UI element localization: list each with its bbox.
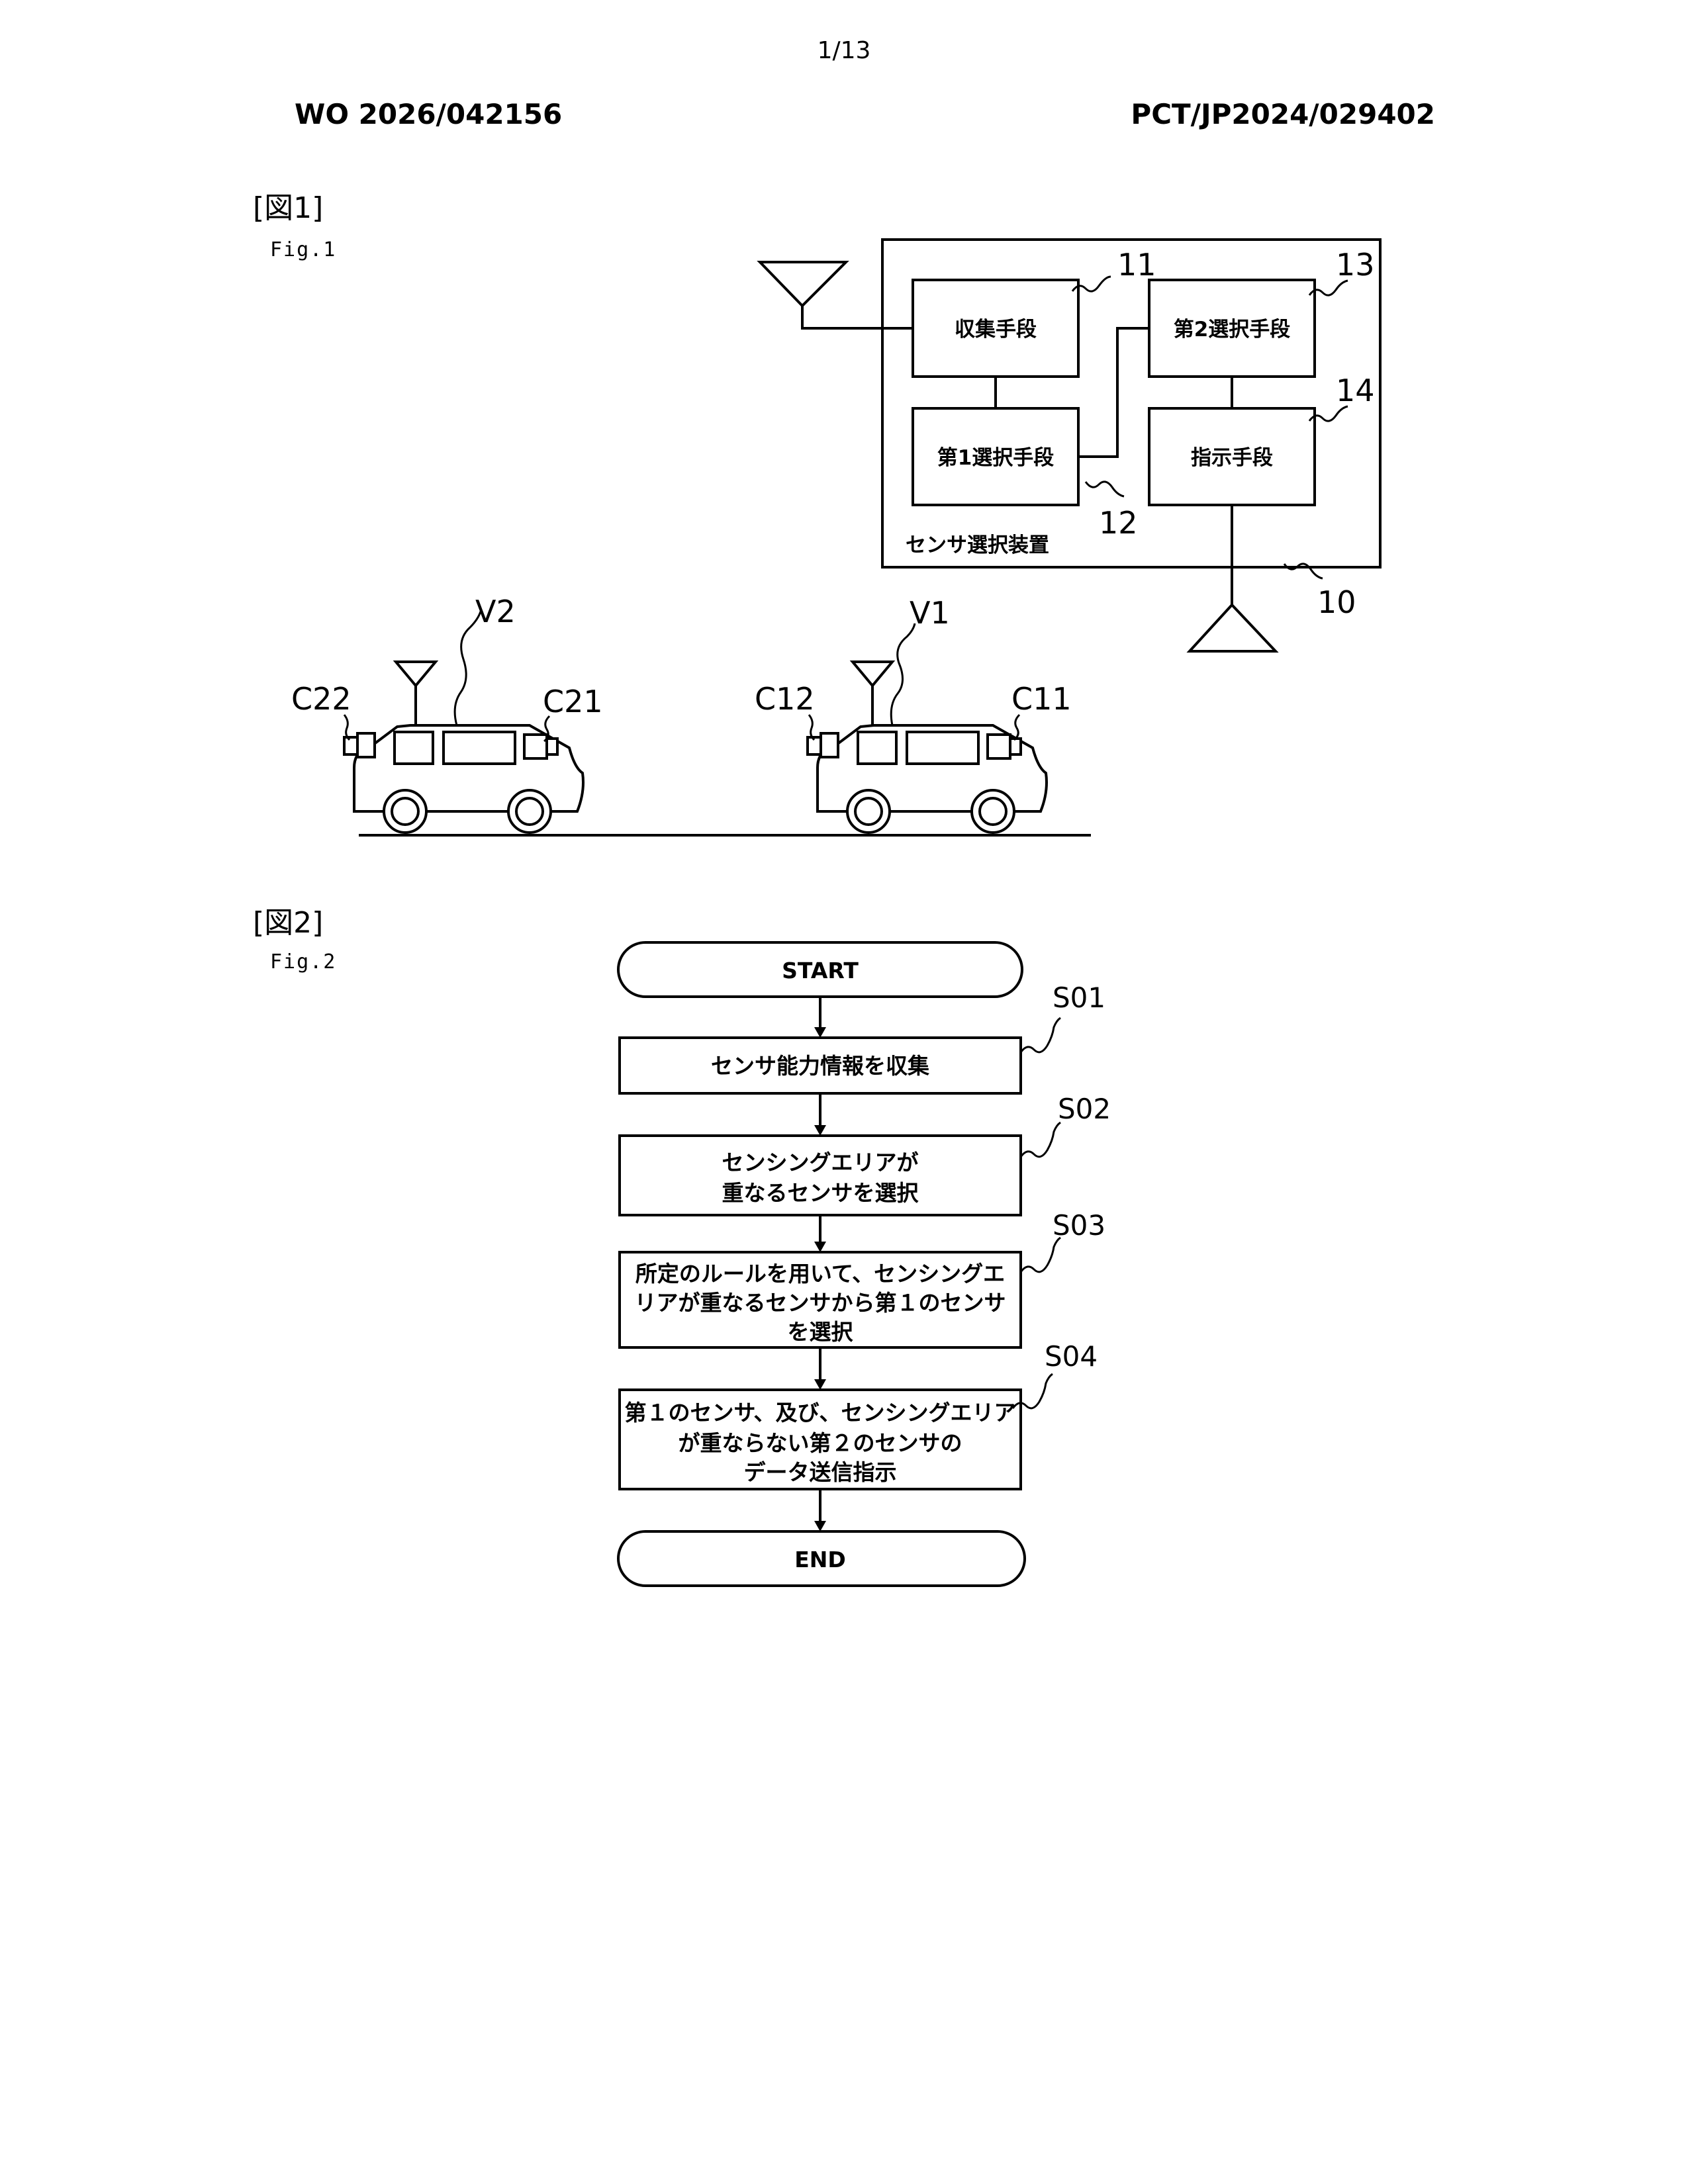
vehicle-v1-wheel-left	[847, 790, 890, 833]
collection-label: 収集手段	[955, 318, 1037, 341]
vehicle-v2-wheel-left	[384, 790, 426, 833]
start-label: START	[782, 958, 859, 983]
step-s04-line2: が重ならない第２のセンサの	[679, 1430, 962, 1456]
sensor-c21	[524, 735, 547, 758]
ref-10: 10	[1317, 584, 1356, 620]
ref-11: 11	[1117, 247, 1156, 283]
sensor-c22	[344, 737, 357, 754]
vehicle-v2-wheel-right	[508, 790, 551, 833]
vehicle-v1-antenna-icon	[853, 662, 892, 686]
step-s01-text: センサ能力情報を収集	[711, 1053, 929, 1079]
label-c21: C21	[543, 684, 603, 719]
first-selection-label: 第1選択手段	[937, 446, 1055, 470]
step-s03-line1: 所定のルールを用いて、センシングエ	[635, 1261, 1005, 1287]
step-s04-line3: データ送信指示	[744, 1459, 897, 1485]
sensor-c21-lens	[547, 739, 557, 754]
vehicle-v1	[808, 623, 1047, 833]
figure2-flowchart: START センサ能力情報を収集 センシングエリアが 重なるセンサを選択 所定の…	[618, 942, 1111, 1586]
ref-12: 12	[1099, 505, 1138, 541]
sensor-c22-mount	[357, 733, 375, 757]
s03-leader	[1021, 1238, 1060, 1272]
transmit-antenna-icon	[1190, 605, 1276, 651]
step-s03-line3: を選択	[788, 1319, 854, 1345]
label-v2: V2	[475, 594, 516, 629]
sensor-c11-lens	[1010, 739, 1021, 754]
ref-14: 14	[1336, 373, 1375, 408]
sensor-c11	[988, 735, 1010, 758]
vehicle-v2	[344, 612, 583, 833]
instruction-label: 指示手段	[1191, 446, 1273, 470]
step-s03-id: S03	[1053, 1209, 1105, 1242]
step-s01-id: S01	[1053, 981, 1105, 1014]
v1-leader	[891, 623, 915, 725]
vehicle-v1-wheel-right	[972, 790, 1014, 833]
second-selection-label: 第2選択手段	[1174, 318, 1291, 341]
step-s04-line1: 第１のセンサ、及び、センシングエリア	[624, 1400, 1015, 1426]
sensor-c12-mount	[821, 733, 838, 757]
ref-13: 13	[1336, 247, 1375, 283]
ref12-leader	[1086, 482, 1124, 496]
s01-leader	[1021, 1018, 1060, 1052]
device-label: センサ選択装置	[906, 533, 1049, 557]
label-v1: V1	[910, 595, 950, 631]
step-s03-line2: リアが重なるセンサから第１のセンサ	[635, 1290, 1006, 1316]
label-c12: C12	[755, 681, 815, 717]
figure1-block-diagram: 収集手段 第1選択手段 第2選択手段 指示手段 センサ選択装置 11 12 13…	[760, 240, 1380, 651]
end-label: END	[794, 1547, 846, 1572]
step-s02-line2: 重なるセンサを選択	[722, 1180, 919, 1206]
step-s02-line1: センシングエリアが	[722, 1150, 919, 1175]
first-to-second-line	[1078, 328, 1149, 457]
step-s04-id: S04	[1045, 1340, 1098, 1373]
c11-leader	[1014, 715, 1019, 740]
s02-leader	[1021, 1122, 1060, 1157]
label-c11: C11	[1011, 681, 1072, 717]
vehicle-v2-antenna-icon	[396, 662, 436, 686]
label-c22: C22	[291, 681, 352, 717]
receive-antenna-icon	[760, 262, 846, 306]
step-s02-id: S02	[1058, 1093, 1111, 1125]
figure1-vehicles: V2 V1 C22 C21 C12 C11	[291, 594, 1091, 835]
